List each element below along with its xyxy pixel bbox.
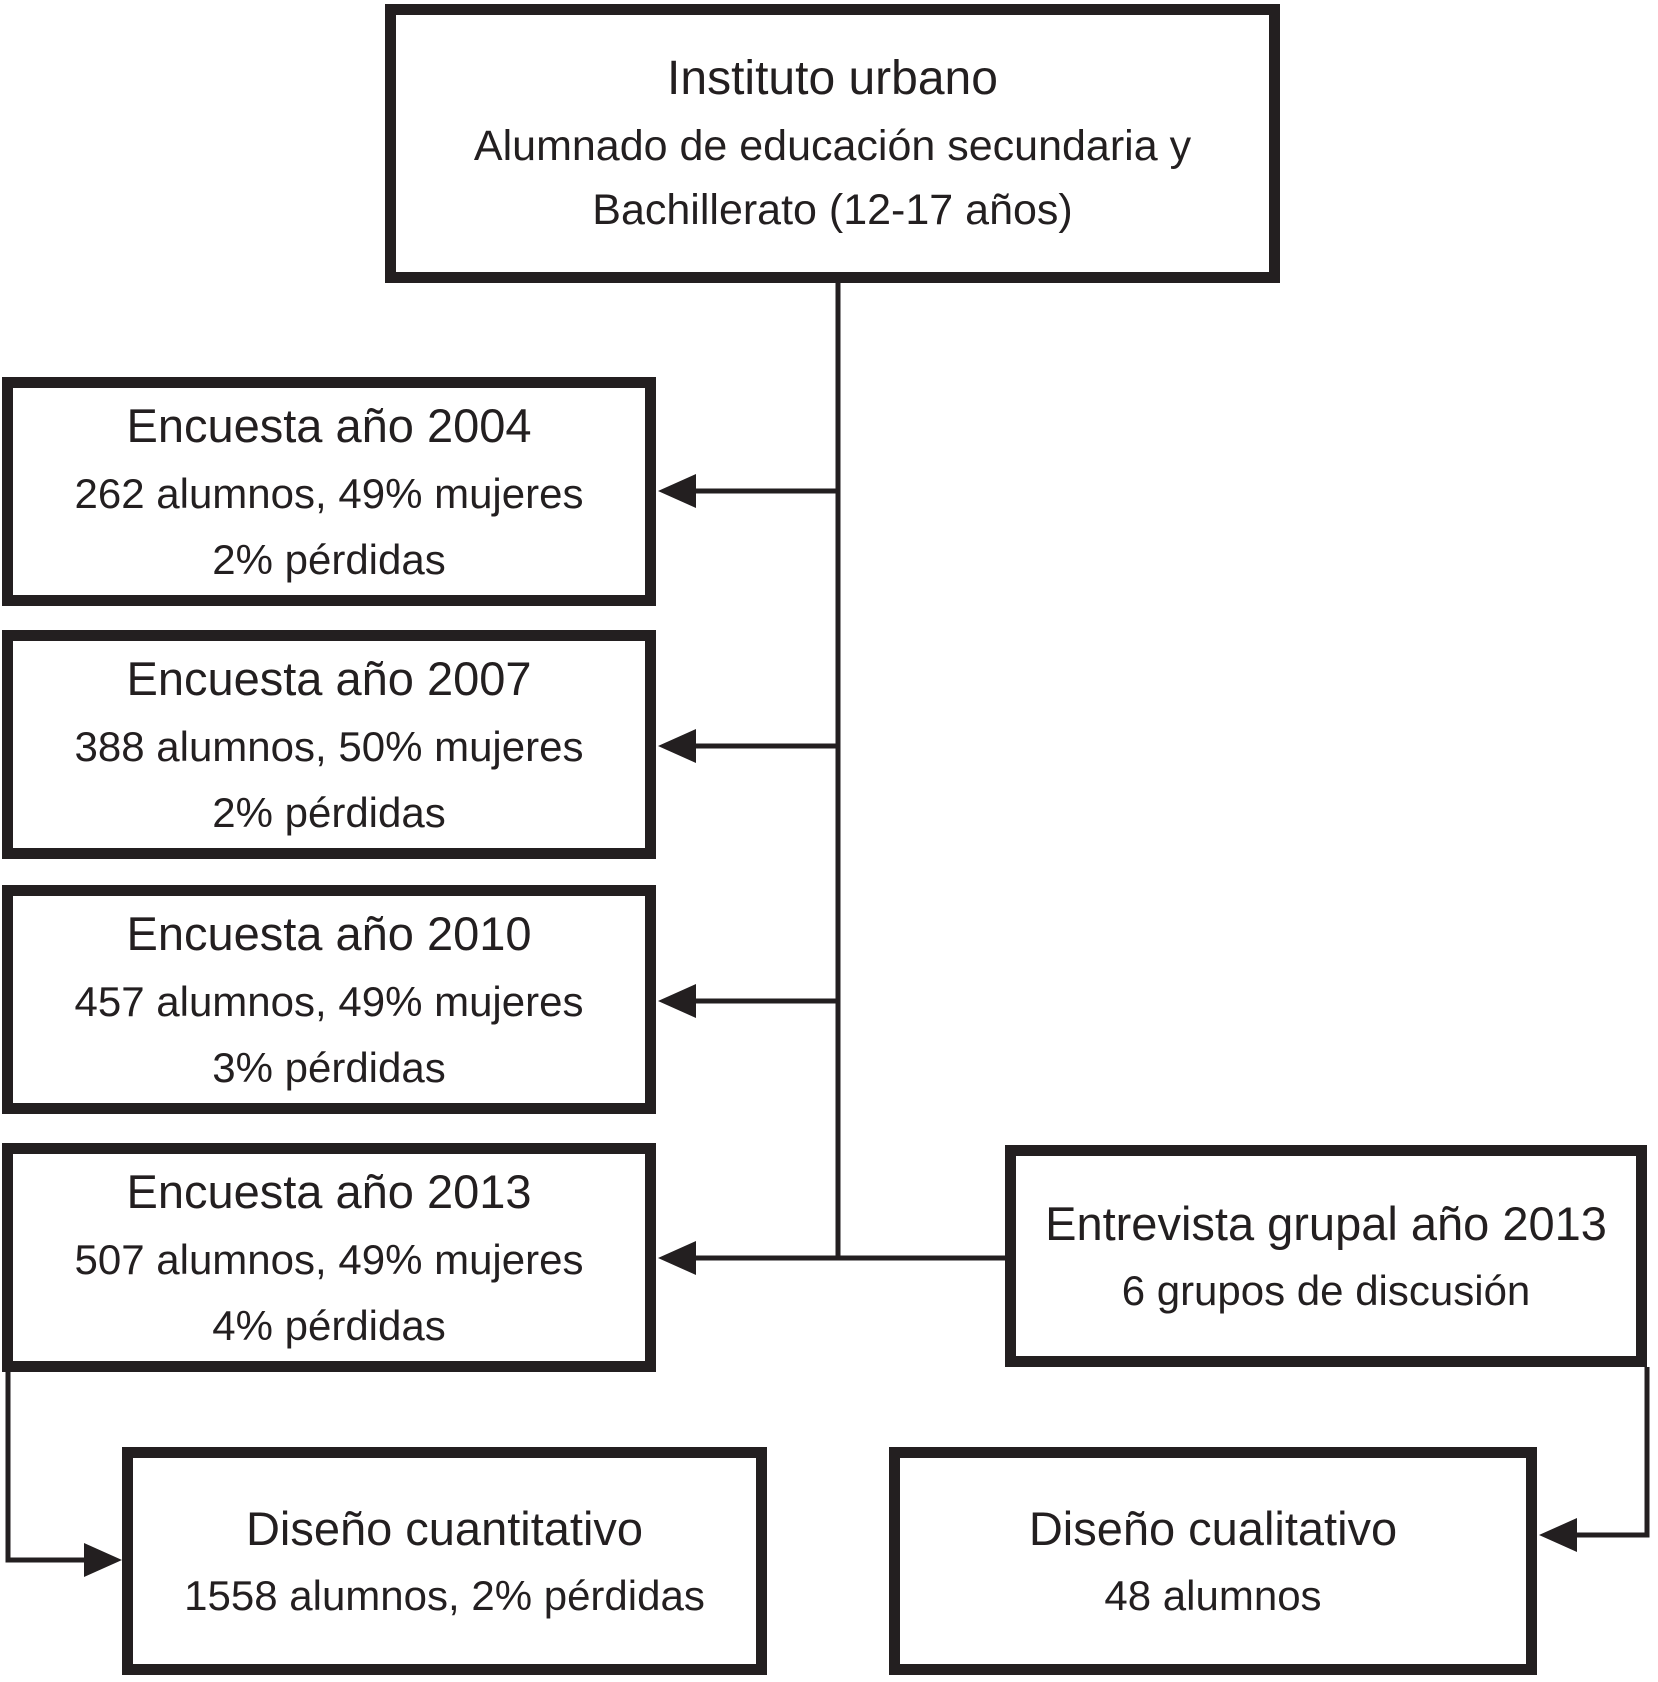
survey-2004-sample: 262 alumnos, 49% mujeres	[74, 470, 584, 518]
arrowhead-to-cuantitativo	[84, 1543, 122, 1577]
survey-2007-sample: 388 alumnos, 50% mujeres	[74, 723, 584, 771]
qualitative-detail: 48 alumnos	[1104, 1571, 1322, 1619]
survey-2013-losses: 4% pérdidas	[212, 1301, 446, 1349]
root-title: Instituto urbano	[667, 52, 998, 106]
survey-2004-title: Encuesta año 2004	[126, 398, 532, 452]
arrowhead-to-encuesta-2007	[658, 729, 696, 763]
survey-2004-losses: 2% pérdidas	[212, 535, 446, 583]
box-encuesta-2010: Encuesta año 2010 457 alumnos, 49% mujer…	[2, 885, 656, 1114]
box-instituto-urbano: Instituto urbano Alumnado de educación s…	[385, 4, 1280, 283]
box-encuesta-2007: Encuesta año 2007 388 alumnos, 50% mujer…	[2, 630, 656, 859]
survey-2013-sample: 507 alumnos, 49% mujeres	[74, 1236, 584, 1284]
root-subtitle-line-2: Bachillerato (12-17 años)	[592, 186, 1073, 235]
survey-2013-title: Encuesta año 2013	[126, 1164, 532, 1218]
box-encuesta-2013: Encuesta año 2013 507 alumnos, 49% mujer…	[2, 1143, 656, 1372]
survey-2010-losses: 3% pérdidas	[212, 1043, 446, 1091]
survey-2007-title: Encuesta año 2007	[126, 651, 532, 705]
survey-2007-losses: 2% pérdidas	[212, 788, 446, 836]
connector-to-cuantitativo	[5, 1372, 90, 1563]
arrowhead-to-encuesta-2013	[658, 1241, 696, 1275]
quantitative-detail: 1558 alumnos, 2% pérdidas	[184, 1571, 705, 1619]
arrowhead-to-encuesta-2010	[658, 984, 696, 1018]
arrowhead-to-encuesta-2004	[658, 474, 696, 508]
interview-detail: 6 grupos de discusión	[1121, 1267, 1531, 1314]
box-diseno-cuantitativo: Diseño cuantitativo 1558 alumnos, 2% pér…	[122, 1447, 767, 1675]
box-encuesta-2004: Encuesta año 2004 262 alumnos, 49% mujer…	[2, 377, 656, 606]
qualitative-title: Diseño cualitativo	[1028, 1502, 1398, 1556]
box-entrevista-grupal-2013: Entrevista grupal año 2013 6 grupos de d…	[1005, 1145, 1647, 1367]
connector-to-cualitativo	[1571, 1367, 1650, 1538]
arrowhead-to-cualitativo	[1539, 1518, 1577, 1552]
root-subtitle-line-1: Alumnado de educación secundaria y	[473, 121, 1192, 170]
quantitative-title: Diseño cuantitativo	[245, 1502, 644, 1556]
survey-2010-title: Encuesta año 2010	[126, 906, 532, 960]
box-diseno-cualitativo: Diseño cualitativo 48 alumnos	[889, 1447, 1537, 1675]
survey-2010-sample: 457 alumnos, 49% mujeres	[74, 978, 584, 1026]
interview-title: Entrevista grupal año 2013	[1045, 1196, 1607, 1250]
